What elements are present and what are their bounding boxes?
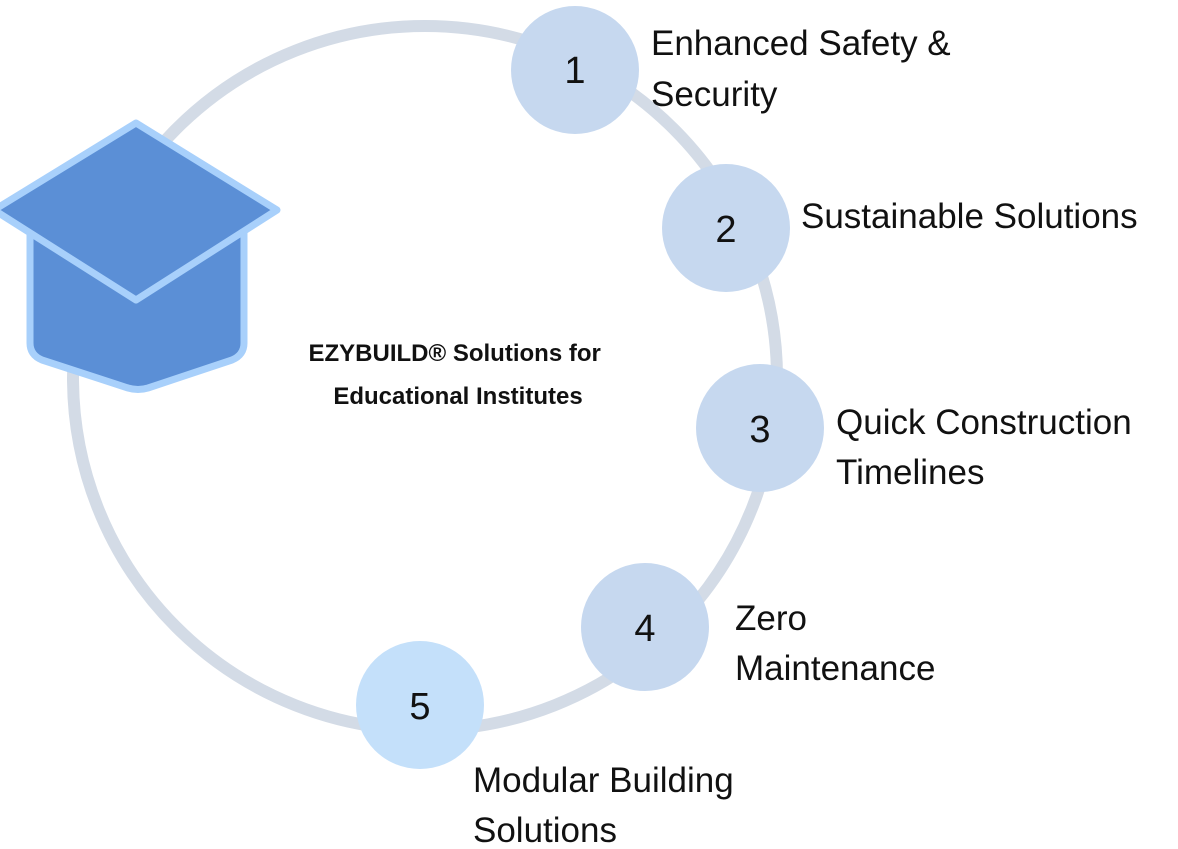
step-1: 1 Enhanced Safety & Security bbox=[511, 6, 960, 134]
step-number-3: 3 bbox=[749, 409, 770, 451]
step-label-2-line-1: Sustainable Solutions bbox=[801, 197, 1138, 236]
step-label-4-line-1: Zero bbox=[735, 599, 807, 638]
step-node-3 bbox=[696, 364, 824, 492]
step-node-4 bbox=[581, 563, 709, 691]
center-title-line-1: EZYBUILD® Solutions for bbox=[308, 340, 600, 367]
step-node-5 bbox=[356, 641, 484, 769]
step-label-3-line-2: Timelines bbox=[836, 453, 984, 492]
graduation-cap-board bbox=[0, 119, 281, 304]
step-number-1: 1 bbox=[564, 50, 585, 92]
step-label-3: Quick Construction Timelines bbox=[836, 403, 1141, 492]
step-label-2: Sustainable Solutions bbox=[801, 197, 1138, 236]
center-title: EZYBUILD® Solutions for Educational Inst… bbox=[308, 340, 607, 410]
step-label-5-line-1: Modular Building bbox=[473, 761, 734, 800]
step-label-3-line-1: Quick Construction bbox=[836, 403, 1132, 442]
step-label-4-line-2: Maintenance bbox=[735, 649, 935, 688]
center-title-line-2: Educational Institutes bbox=[333, 383, 582, 410]
step-node-2 bbox=[662, 164, 790, 292]
step-2: 2 Sustainable Solutions bbox=[662, 164, 1138, 292]
graduation-cap-icon bbox=[0, 119, 281, 393]
step-3: 3 Quick Construction Timelines bbox=[696, 364, 1141, 492]
step-label-5: Modular Building Solutions bbox=[473, 761, 743, 849]
step-label-1-line-1: Enhanced Safety & bbox=[651, 24, 951, 63]
step-number-2: 2 bbox=[715, 209, 736, 251]
step-label-1-line-2: Security bbox=[651, 75, 778, 114]
step-4: 4 Zero Maintenance bbox=[581, 563, 935, 691]
step-label-4: Zero Maintenance bbox=[735, 599, 935, 688]
step-label-5-line-2: Solutions bbox=[473, 811, 617, 849]
step-number-4: 4 bbox=[634, 608, 655, 650]
step-5: 5 Modular Building Solutions bbox=[356, 641, 743, 849]
graduation-cap-base bbox=[26, 229, 248, 393]
step-number-5: 5 bbox=[409, 686, 430, 728]
step-node-1 bbox=[511, 6, 639, 134]
step-label-1: Enhanced Safety & Security bbox=[651, 24, 960, 114]
